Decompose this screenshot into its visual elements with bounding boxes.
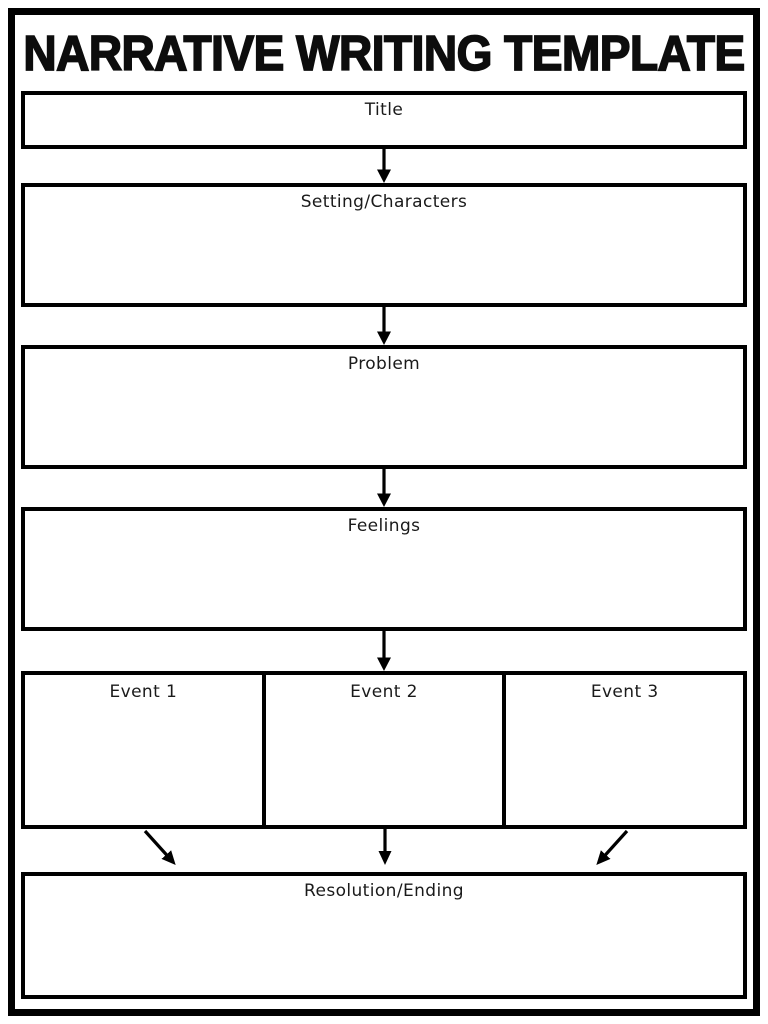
connector-feelings-events xyxy=(21,631,747,671)
down-arrow-icon xyxy=(377,469,391,507)
connector-problem-feelings xyxy=(21,469,747,507)
diagonal-arrow-right-icon xyxy=(596,829,629,865)
box-event-1: Event 1 xyxy=(25,675,266,825)
box-event-2: Event 2 xyxy=(266,675,507,825)
page-content: NARRATIVE WRITING TEMPLATE Title Setting… xyxy=(15,15,753,1009)
box-resolution-ending: Resolution/Ending xyxy=(21,872,747,999)
page-title: NARRATIVE WRITING TEMPLATE xyxy=(23,25,746,81)
down-arrow-icon xyxy=(377,149,391,183)
events-row: Event 1 Event 2 Event 3 xyxy=(21,671,747,829)
box-title: Title xyxy=(21,91,747,149)
box-feelings: Feelings xyxy=(21,507,747,631)
fan-in-arrows xyxy=(143,829,629,865)
page-title-banner: NARRATIVE WRITING TEMPLATE xyxy=(21,15,747,91)
box-resolution-ending-label: Resolution/Ending xyxy=(304,881,464,901)
connector-title-setting xyxy=(21,149,747,183)
box-event-3-label: Event 3 xyxy=(590,682,659,702)
box-setting-characters-label: Setting/Characters xyxy=(300,192,468,212)
down-arrow-icon xyxy=(377,307,391,345)
diagonal-arrow-left-icon xyxy=(143,829,176,865)
box-event-2-label: Event 2 xyxy=(350,682,418,702)
box-feelings-label: Feelings xyxy=(347,516,421,536)
box-problem-label: Problem xyxy=(347,354,421,374)
connector-events-resolution xyxy=(21,829,747,872)
box-title-label: Title xyxy=(364,100,404,120)
box-problem: Problem xyxy=(21,345,747,469)
box-setting-characters: Setting/Characters xyxy=(21,183,747,307)
down-arrow-icon xyxy=(377,631,391,671)
page-border-frame: NARRATIVE WRITING TEMPLATE Title Setting… xyxy=(8,8,760,1016)
box-event-1-label: Event 1 xyxy=(109,682,178,702)
connector-setting-problem xyxy=(21,307,747,345)
box-event-3: Event 3 xyxy=(506,675,743,825)
